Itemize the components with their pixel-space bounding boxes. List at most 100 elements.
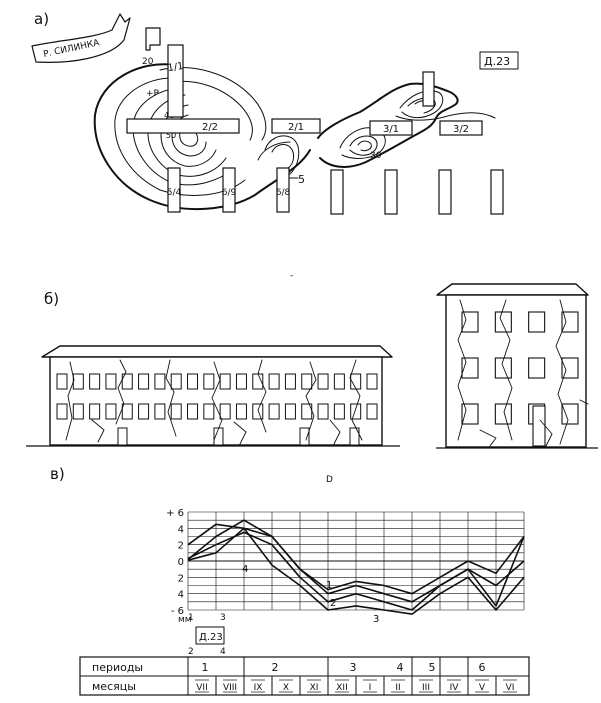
contour-label: +Р (146, 89, 160, 99)
block-label: 3/2 (453, 124, 469, 135)
window (121, 373, 133, 390)
pile (330, 169, 344, 215)
stray-mark: D (326, 475, 333, 485)
panel-a: а) Р. СИЛИНКА Д.23 (31, 10, 519, 215)
window (105, 403, 117, 420)
month-label: I (369, 683, 372, 693)
panel-b-label: б) (44, 290, 59, 308)
series-3-label: 3 (373, 614, 379, 625)
window (138, 373, 150, 390)
window (366, 373, 378, 390)
legend-box (195, 626, 225, 645)
period-label: 4 (397, 661, 404, 674)
window (235, 403, 247, 420)
series-4-label: 4 (242, 564, 248, 575)
contours-left (93, 63, 311, 210)
window (56, 403, 68, 420)
block-label: 2/2 (202, 122, 218, 133)
stray-mark: - (290, 271, 293, 281)
y-axis-unit: мм (178, 615, 192, 625)
pile (490, 169, 504, 215)
contour-label: 20 (142, 57, 154, 67)
periods-row-label: периоды (92, 661, 143, 674)
panel-b: б) - (26, 271, 598, 449)
window (121, 403, 133, 420)
window (461, 403, 479, 425)
window (154, 403, 166, 420)
panel-a-label: а) (34, 10, 49, 28)
block-label: 2/1 (288, 122, 304, 133)
block-label: 3/1 (383, 124, 399, 135)
window (219, 373, 231, 390)
period-label: 2 (272, 661, 279, 674)
building-block: 2/2 (126, 118, 240, 134)
legend-box-label: Д.23 (199, 632, 223, 643)
building-left (26, 345, 400, 447)
window (268, 373, 280, 390)
pile (384, 169, 398, 215)
window (528, 311, 546, 333)
series-1-label: 1 (326, 580, 332, 591)
window (219, 403, 231, 420)
window (333, 373, 345, 390)
building-right (436, 283, 598, 449)
month-label: VIII (223, 683, 237, 693)
pile-label: 6/9 (222, 188, 237, 198)
window (284, 403, 296, 420)
door (117, 427, 128, 446)
pile (276, 167, 290, 213)
legend-number: 1 (188, 613, 194, 623)
series-1-line (187, 519, 525, 595)
pile (222, 167, 236, 213)
legend-number: 4 (220, 647, 226, 657)
building-block: 3/2 (439, 120, 483, 136)
window (561, 357, 579, 379)
legend-number: 3 (220, 613, 226, 623)
building-block-small (422, 71, 435, 107)
month-label: II (395, 683, 400, 693)
window (72, 373, 84, 390)
window (317, 403, 329, 420)
window (350, 403, 362, 420)
window (494, 403, 512, 425)
pile (438, 169, 452, 215)
small-building-outline (145, 27, 161, 51)
window (203, 373, 215, 390)
contour-label: 50 (166, 131, 176, 140)
panel-c-label: в) (50, 465, 65, 483)
contour-label: 30 (370, 151, 382, 161)
y-tick-label: 0 (178, 557, 184, 568)
building-block: 2/1 (271, 118, 321, 134)
month-label: X (283, 683, 289, 693)
window (203, 403, 215, 420)
building-block: 1/1 (167, 44, 184, 118)
window (89, 403, 101, 420)
window (72, 403, 84, 420)
window (187, 403, 199, 420)
river-label: Р. СИЛИНКА (43, 38, 102, 60)
wall-cracks (65, 299, 589, 447)
window (170, 403, 182, 420)
period-label: 3 (350, 661, 357, 674)
window (89, 373, 101, 390)
callout-label: 5 (298, 173, 305, 186)
door (349, 427, 360, 446)
month-label: VII (196, 683, 207, 693)
window (138, 403, 150, 420)
y-tick-label: 4 (178, 590, 184, 601)
window (284, 373, 296, 390)
window (268, 403, 280, 420)
window (235, 373, 247, 390)
legend: Д.23 1 3 2 4 (188, 613, 226, 657)
piles: 5/4 6/9 6/8 (167, 167, 504, 215)
month-label: IV (450, 683, 460, 693)
window (333, 403, 345, 420)
y-tick-label: 2 (178, 573, 184, 584)
